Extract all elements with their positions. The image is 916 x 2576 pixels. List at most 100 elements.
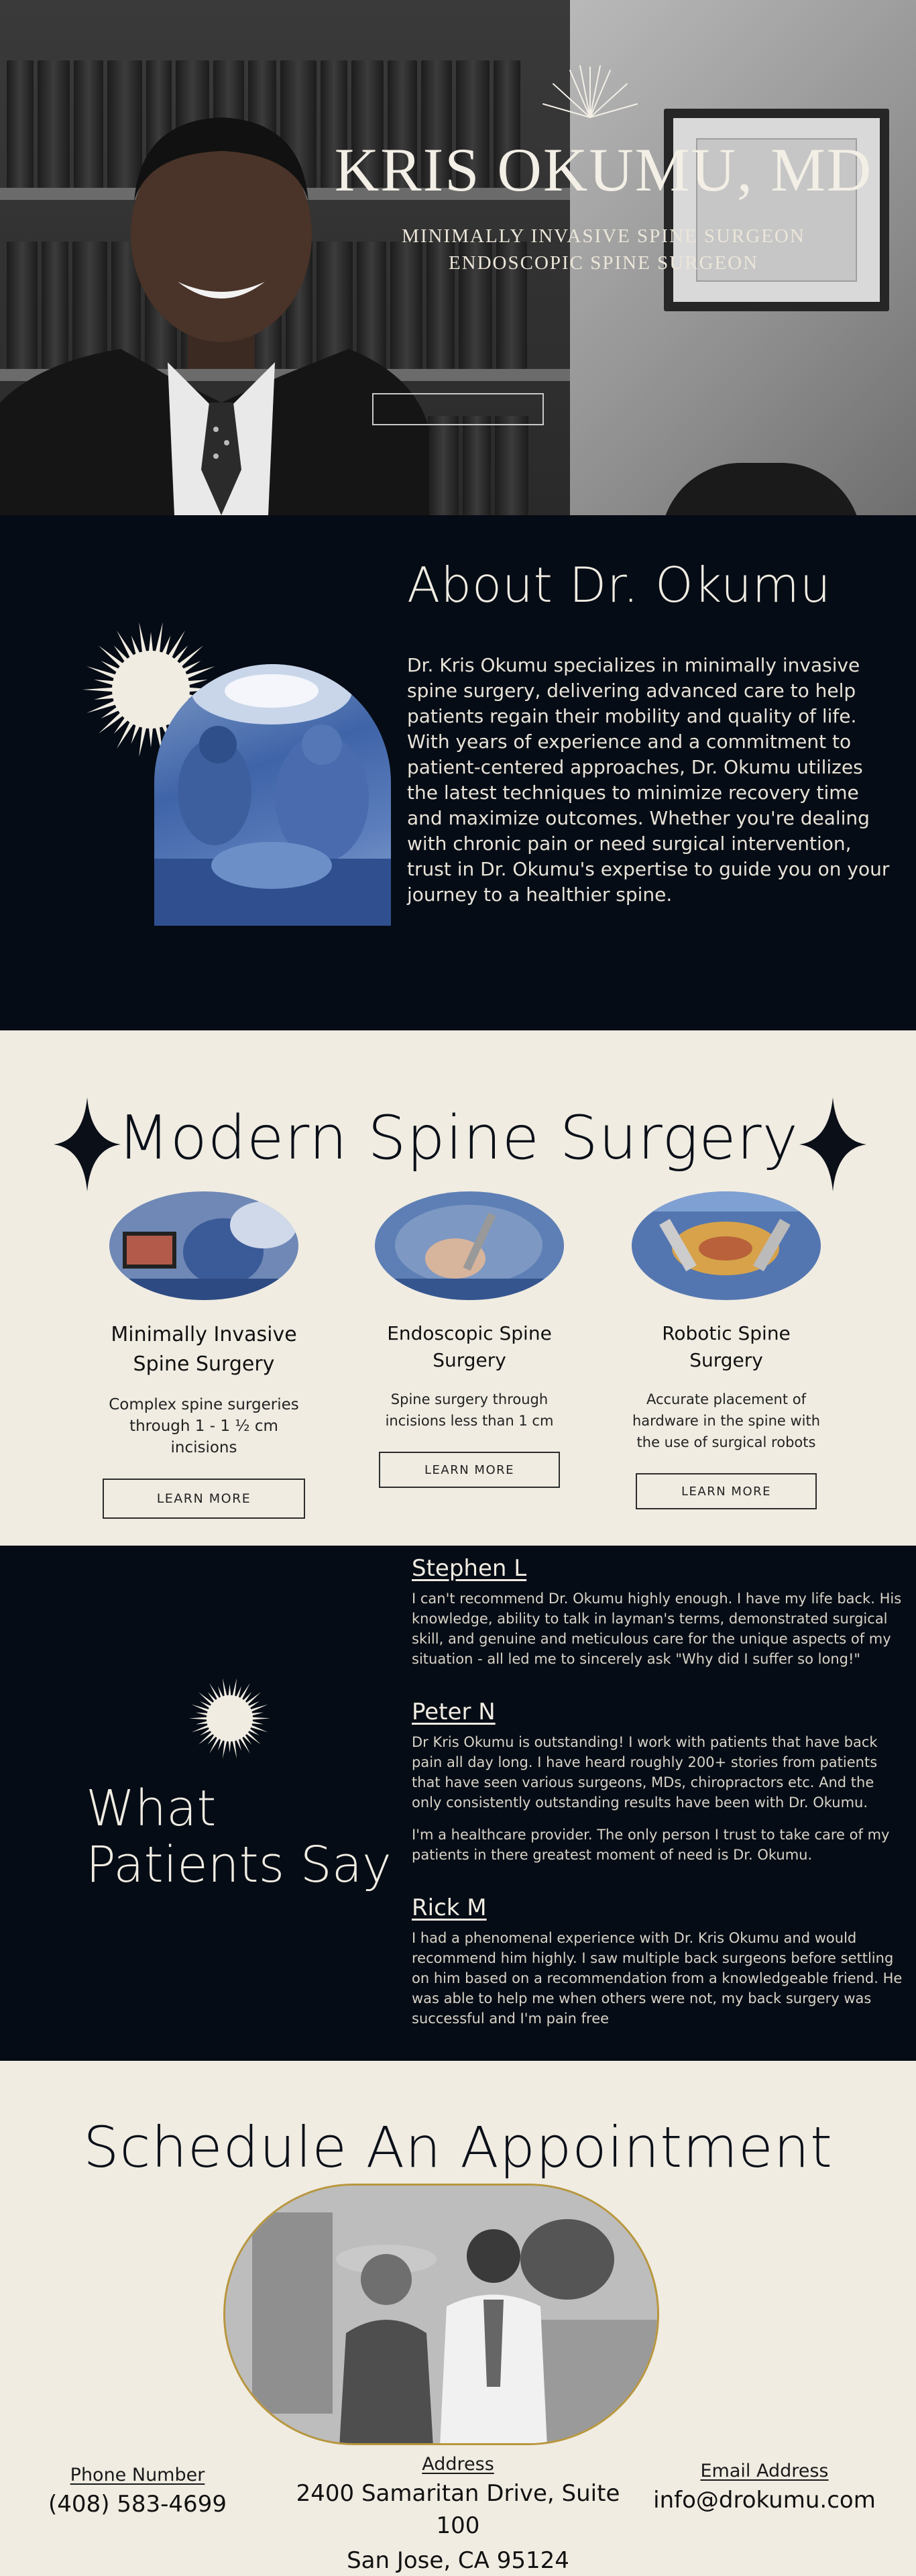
sunburst-ray xyxy=(117,630,135,659)
sunburst-ray xyxy=(113,645,129,663)
sunburst-ray xyxy=(222,1739,227,1759)
email-label: Email Address xyxy=(700,2461,829,2481)
sunburst-ray xyxy=(251,1717,271,1720)
sunburst-icon xyxy=(188,1678,271,1759)
surgery-team-photo xyxy=(154,664,391,926)
reviewer-name: Peter N xyxy=(412,1699,496,1725)
sunburst-ray xyxy=(131,723,141,744)
sunburst-ray xyxy=(251,1712,264,1716)
sunburst-ray xyxy=(94,694,115,700)
sunburst-ray xyxy=(228,1684,231,1697)
learn-more-button[interactable]: LEARN MORE xyxy=(103,1479,305,1519)
hero-section: KRIS OKUMU, MD MINIMALLY INVASIVE SPINE … xyxy=(0,0,916,515)
sunburst-ray xyxy=(172,645,188,663)
sunburst-ray xyxy=(251,1721,264,1725)
email-link[interactable]: info@drokumu.com xyxy=(653,2487,876,2514)
review-text: I had a phenomenal experience with Dr. K… xyxy=(412,1930,903,2027)
doctor-portrait xyxy=(0,117,429,515)
about-title: About Dr. Okumu xyxy=(407,557,832,613)
phone-contact: Phone Number (408) 583-4699 xyxy=(47,2465,228,2520)
sunburst-ray xyxy=(243,1734,252,1745)
sunburst-ray xyxy=(101,706,121,718)
sunburst-ray xyxy=(245,1692,261,1705)
appointment-section: Schedule An Appointment Today Phone Numb… xyxy=(0,2061,916,2576)
address-label: Address xyxy=(422,2454,494,2475)
sunburst-ray xyxy=(245,1731,261,1745)
sunburst-ray xyxy=(200,1728,212,1736)
email-contact: Email Address info@drokumu.com xyxy=(650,2461,878,2516)
hero-subtitle-2: ENDOSCOPIC SPINE SURGEON xyxy=(448,252,759,274)
learn-more-button[interactable]: LEARN MORE xyxy=(379,1452,560,1488)
sunburst-ray xyxy=(232,1739,237,1759)
phone-link[interactable]: (408) 583-4699 xyxy=(48,2491,227,2518)
review-text-continued: I'm a healthcare provider. The only pers… xyxy=(412,1827,890,1863)
sunburst-ray xyxy=(161,635,171,656)
address-contact: Address 2400 Samaritan Drive, Suite 100 … xyxy=(282,2454,634,2576)
sunburst-ray xyxy=(131,635,141,656)
sunburst-ray xyxy=(249,1724,268,1733)
sunburst-ray xyxy=(209,1682,220,1701)
address-line-2: San Jose, CA 95124 xyxy=(347,2547,569,2574)
service-image xyxy=(375,1191,564,1300)
phone-label: Phone Number xyxy=(70,2465,205,2485)
address-line-1: 2400 Samaritan Drive, Suite 100 xyxy=(296,2480,620,2539)
sunburst-ray xyxy=(155,622,163,654)
learn-more-button[interactable]: LEARN MORE xyxy=(636,1473,817,1509)
sunburst-ray xyxy=(209,1736,220,1754)
sunburst-ray xyxy=(181,661,201,674)
sunburst-ray xyxy=(218,1738,224,1751)
sunburst-ray xyxy=(148,632,154,653)
sunburst-ray xyxy=(198,1731,214,1745)
sunburst-ray xyxy=(101,661,121,674)
sunburst-ray xyxy=(198,1692,214,1705)
sunburst-ray xyxy=(247,1728,260,1736)
hero-subtitle-1: MINIMALLY INVASIVE SPINE SURGEON xyxy=(402,225,805,247)
four-point-star-icon xyxy=(54,1097,121,1191)
sunburst-ray xyxy=(148,726,154,747)
sunburst-ray xyxy=(94,680,115,686)
sunburst-ray xyxy=(167,630,185,659)
sunburst-ray xyxy=(82,687,115,692)
sunburst-ray xyxy=(243,1692,252,1703)
sunburst-ray xyxy=(200,1701,212,1709)
testimonial-card: Stephen L I can't recommend Dr. Okumu hi… xyxy=(412,1555,908,1669)
surgery-section-title: Modern Spine Surgery xyxy=(117,1103,799,1173)
sunburst-ray xyxy=(177,645,204,668)
sunburst-ray xyxy=(239,1682,250,1701)
sunburst-ray xyxy=(196,1712,209,1716)
sunburst-ray xyxy=(191,1704,210,1713)
sunburst-ray xyxy=(247,1701,260,1709)
hero-cta-button[interactable] xyxy=(372,393,544,425)
hero-doctor-name: KRIS OKUMU, MD xyxy=(334,136,873,204)
review-text: Dr Kris Okumu is outstanding! I work wit… xyxy=(412,1734,878,1811)
sunburst-ray xyxy=(239,1736,250,1754)
review-text: I can't recommend Dr. Okumu highly enoug… xyxy=(412,1591,902,1667)
sunburst-ray xyxy=(218,1686,224,1699)
testimonials-section: What Patients Say Stephen L I can't reco… xyxy=(0,1546,916,2061)
sunburst-ray xyxy=(207,1734,217,1745)
sunburst-ray xyxy=(207,1692,217,1703)
sunburst-ray xyxy=(98,711,125,734)
sunburst-ray xyxy=(235,1738,241,1751)
sunburst-ray xyxy=(188,1717,208,1720)
sunburst-ray xyxy=(222,1678,227,1697)
reviewer-name: Stephen L xyxy=(412,1555,527,1582)
sunburst-ray xyxy=(235,1686,241,1699)
testimonials-heading: What Patients Say xyxy=(86,1780,392,1894)
sunburst-ray xyxy=(186,680,208,686)
testimonial-card: Rick M I had a phenomenal experience wit… xyxy=(412,1894,908,2029)
about-body: Dr. Kris Okumu specializes in minimally … xyxy=(407,654,890,906)
sunburst-ray xyxy=(139,622,147,654)
sunburst-ray xyxy=(98,645,125,668)
four-point-star-icon xyxy=(799,1097,866,1191)
sunburst-ray xyxy=(196,1721,209,1725)
service-image xyxy=(109,1191,298,1300)
about-section: About Dr. Okumu Dr. Kris Okumu specializ… xyxy=(0,515,916,1030)
